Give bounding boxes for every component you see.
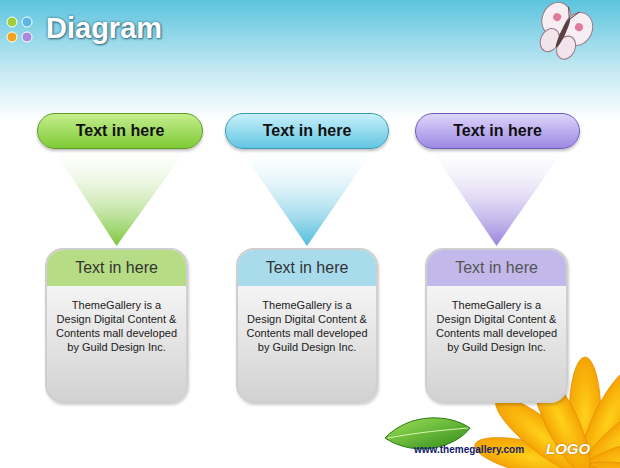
title-pill: Text in here (415, 113, 580, 149)
logo-label: LOGO (546, 440, 590, 457)
content-card: Text in hereThemeGallery is a Design Dig… (236, 248, 378, 403)
pill-text: Text in here (453, 122, 542, 140)
content-card: Text in hereThemeGallery is a Design Dig… (425, 248, 568, 403)
website-label: www.themegallery.com (414, 444, 524, 455)
title: Diagram (46, 12, 162, 45)
title-pill: Text in here (37, 113, 203, 149)
funnel-connector (54, 150, 186, 246)
pill-text: Text in here (76, 122, 165, 140)
card-heading: Text in here (47, 250, 186, 286)
funnel-connector (241, 150, 373, 246)
card-body-text: ThemeGallery is a Design Digital Content… (238, 286, 376, 362)
card-heading: Text in here (238, 250, 376, 286)
funnel-connector (432, 150, 564, 246)
title-dots (7, 17, 32, 42)
pill-text: Text in here (263, 122, 352, 140)
card-body-text: ThemeGallery is a Design Digital Content… (427, 286, 566, 362)
card-body-text: ThemeGallery is a Design Digital Content… (47, 286, 186, 362)
butterfly (529, 0, 598, 66)
header-band (0, 0, 620, 120)
card-heading: Text in here (427, 250, 566, 286)
content-card: Text in hereThemeGallery is a Design Dig… (45, 248, 188, 403)
title-pill: Text in here (225, 113, 389, 149)
